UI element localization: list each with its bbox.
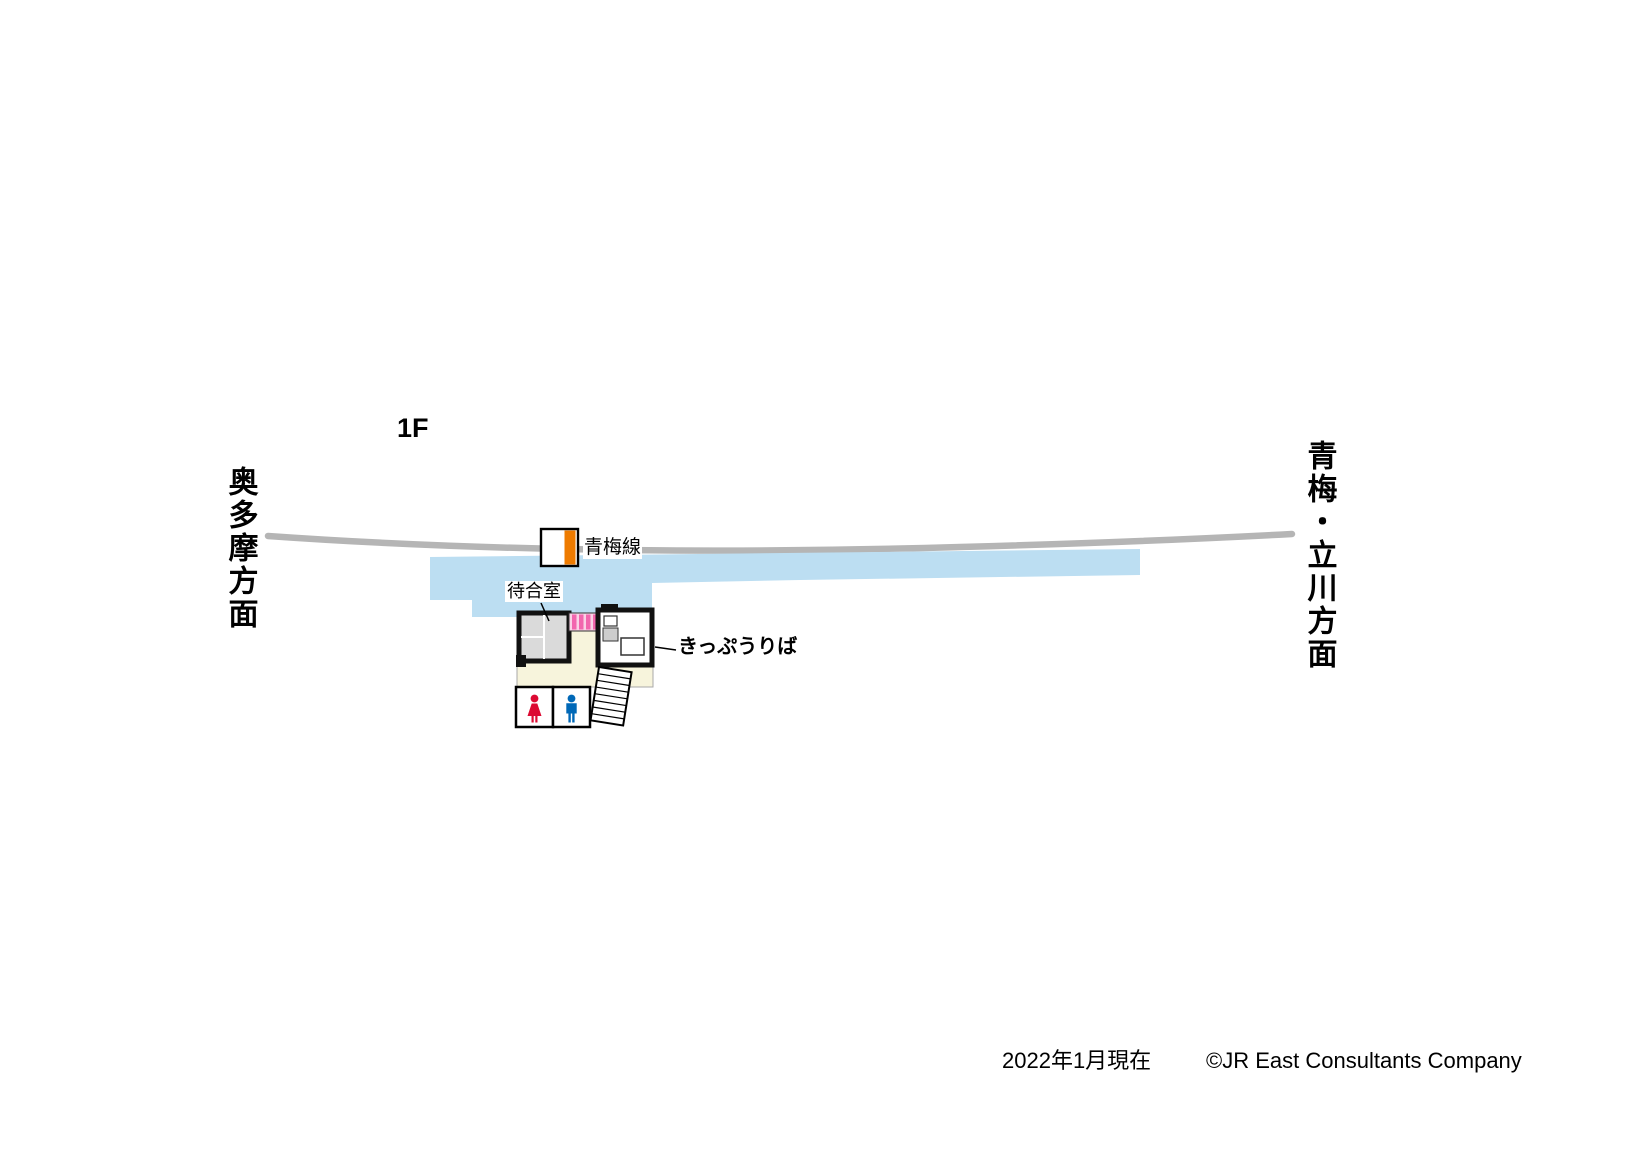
waiting-room-leader	[540, 602, 550, 622]
footer-copyright: ©JR East Consultants Company	[1206, 1048, 1522, 1073]
waiting-room	[516, 610, 572, 664]
ticket-machines	[568, 612, 599, 632]
platform	[430, 549, 1140, 617]
restroom-male	[551, 685, 592, 729]
restroom-female	[514, 685, 555, 729]
ticket-office-leader	[654, 646, 677, 651]
man-pictogram-icon	[566, 694, 577, 723]
footer-date: 2022年1月現在	[1002, 1048, 1152, 1073]
direction-left-label: 奥多摩方面	[223, 466, 257, 631]
ticket-office	[595, 604, 655, 668]
waiting-room-label: 待合室	[505, 581, 563, 602]
line-marker	[539, 527, 580, 568]
woman-pictogram-icon	[527, 694, 542, 723]
wall-corner-block	[516, 655, 526, 667]
direction-right-label: 青梅・立川方面	[1302, 440, 1336, 671]
stairs	[589, 665, 633, 727]
line-name-label: 青梅線	[583, 537, 643, 559]
ticket-office-label: きっぷうりば	[678, 636, 798, 658]
railway-track	[264, 530, 1296, 554]
line-color-band	[564, 530, 576, 565]
floor-label: 1F	[397, 413, 429, 443]
